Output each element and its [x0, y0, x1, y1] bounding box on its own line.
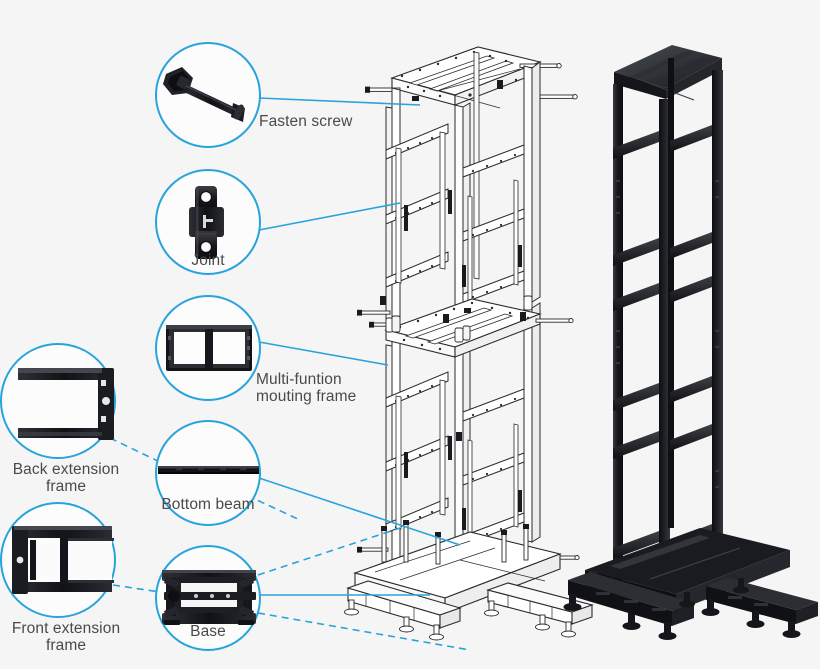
joint-part — [189, 186, 224, 259]
callout-multi-funtion-mouting-frame[interactable] — [155, 295, 261, 401]
multi-funtion-mouting-frame-part — [166, 325, 252, 371]
callout-base[interactable] — [155, 545, 261, 651]
leader-multi-funtion-mouting-frame — [258, 341, 389, 366]
bottom-beam-part — [158, 466, 259, 474]
callout-back-extension-frame[interactable] — [0, 343, 116, 459]
fasten-screw-part — [163, 67, 245, 122]
callout-fasten-screw[interactable] — [155, 42, 261, 148]
rack-top-cap — [365, 46, 578, 109]
joint-connectors — [385, 295, 533, 343]
leader-base-upper-dashed — [257, 527, 401, 576]
black-rack — [563, 45, 818, 640]
callout-bottom-beam[interactable] — [155, 420, 261, 526]
leader-fasten-screw — [258, 97, 421, 106]
callout-joint[interactable] — [155, 169, 261, 275]
leader-front-extension-frame — [112, 584, 161, 593]
base-part — [162, 570, 256, 625]
line-art-rack — [344, 46, 612, 641]
front-extension-frame-part — [12, 526, 114, 594]
callout-front-extension-frame[interactable] — [0, 502, 116, 618]
upper-right-rungs — [462, 144, 525, 304]
rack-mid-deck — [357, 295, 574, 358]
leader-back-extension-frame — [109, 437, 165, 465]
leader-joint — [258, 202, 401, 231]
back-extension-frame-part — [18, 368, 114, 440]
leader-bottom-beam — [258, 477, 461, 546]
